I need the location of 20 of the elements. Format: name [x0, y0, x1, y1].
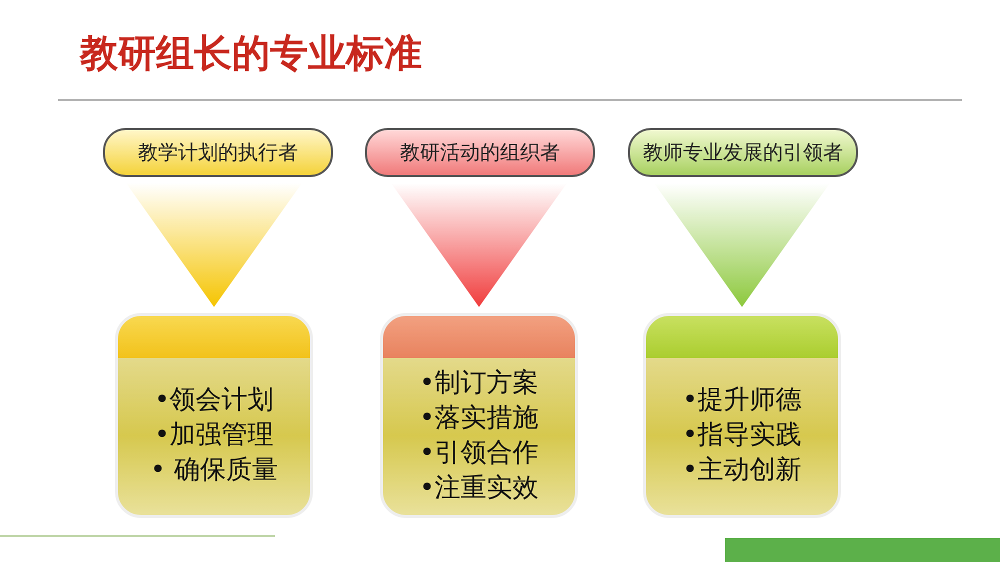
list-item: •加强管理 — [154, 419, 274, 452]
list-item: •注重实效 — [419, 472, 539, 504]
list-item: •引领合作 — [419, 436, 539, 470]
list-item: • 确保质量 — [150, 454, 278, 487]
list-card — [115, 313, 313, 518]
label-pill: 教学计划的执行者 — [103, 128, 333, 177]
list-item: •落实措施 — [419, 402, 539, 434]
list-card — [380, 313, 578, 518]
funnel-arrow — [126, 183, 302, 307]
list-item: •提升师德 — [682, 384, 802, 417]
list-item: •制订方案 — [419, 366, 539, 400]
title: 教研组长的专业标准 — [80, 30, 422, 77]
funnel-arrow — [391, 183, 567, 307]
label-pill: 教研活动的组织者 — [365, 128, 595, 177]
label-pill: 教师专业发展的引领者 — [628, 128, 858, 177]
list-item: •领会计划 — [154, 384, 274, 417]
list-card — [643, 313, 841, 518]
funnel-arrow — [654, 183, 830, 307]
list-item: •主动创新 — [682, 454, 802, 487]
list-item: •指导实践 — [682, 419, 802, 452]
